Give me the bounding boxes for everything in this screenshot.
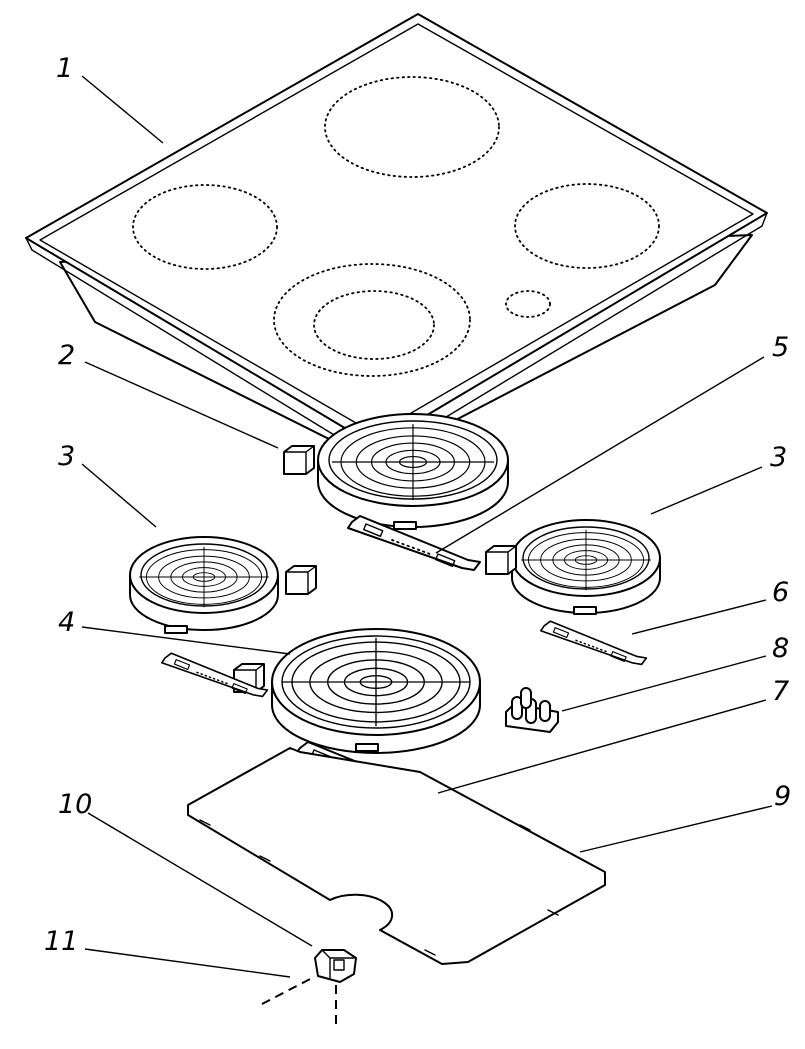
- callout-10: 10: [58, 789, 92, 820]
- heating-zone-front-outer: [273, 263, 471, 377]
- control-marking: [505, 290, 551, 318]
- callout-4: 4: [58, 607, 75, 638]
- callout-labels: 1 2 3 3 4 5 6 7 8 9 10 11: [44, 53, 791, 957]
- heating-zone-front-inner: [313, 290, 435, 360]
- heating-element-center: [283, 413, 509, 530]
- callout-2: 2: [58, 340, 75, 371]
- callout-1: 1: [56, 53, 73, 84]
- callout-11: 11: [44, 926, 78, 957]
- glass-hob: [25, 13, 768, 463]
- callout-8: 8: [772, 633, 789, 664]
- bracket-6: [539, 620, 648, 666]
- leader-lines: [81, 75, 773, 978]
- heating-element-right: [485, 519, 661, 615]
- heating-zone-left: [132, 184, 278, 270]
- callout-3-left: 3: [58, 441, 75, 472]
- screw-axis-horizontal: [261, 977, 313, 1005]
- callout-3-right: 3: [770, 442, 787, 473]
- callout-9: 9: [774, 781, 791, 812]
- callout-5: 5: [772, 332, 789, 363]
- base-plate: [187, 747, 606, 965]
- callout-7: 7: [772, 676, 789, 707]
- heating-zone-right: [514, 183, 660, 269]
- switch-component: [314, 949, 357, 983]
- heating-element-large: [233, 628, 481, 754]
- callout-6: 6: [772, 577, 789, 608]
- heating-element-left: [129, 536, 317, 634]
- connector-terminal: [505, 687, 559, 733]
- heating-zone-rear: [324, 76, 500, 178]
